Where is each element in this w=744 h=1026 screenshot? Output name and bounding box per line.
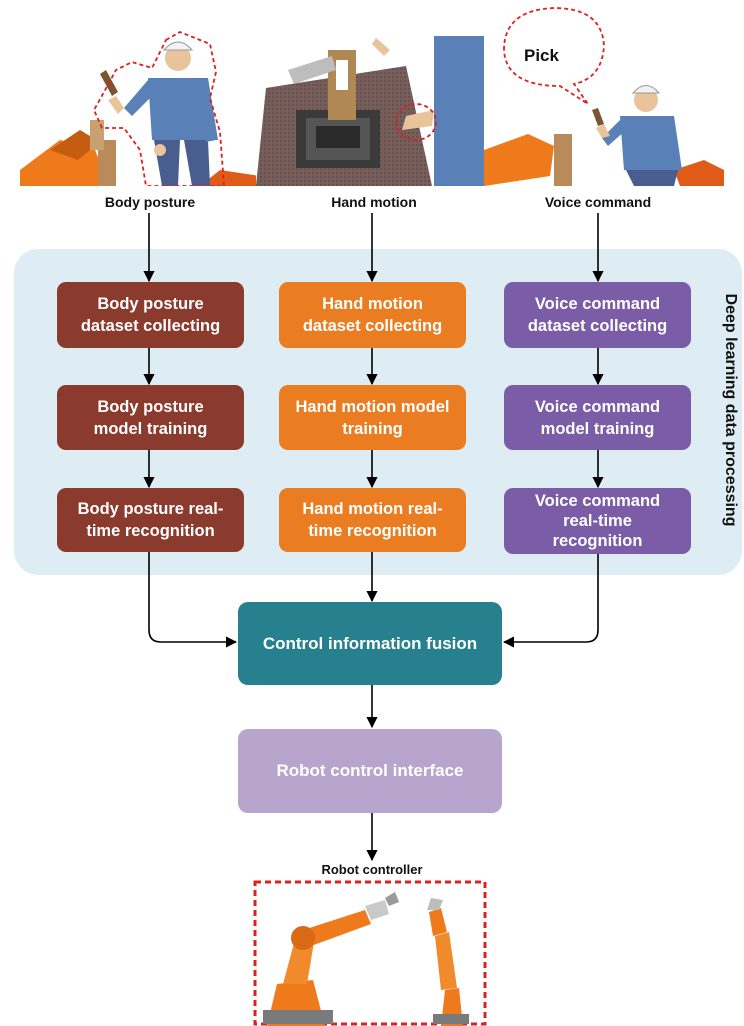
- body-posture-recognition-box: Body posture real- time recognition: [57, 488, 244, 552]
- control-information-fusion-box: Control information fusion: [238, 602, 502, 685]
- speech-bubble-text: Pick: [524, 46, 559, 65]
- hand-motion-photo: [256, 0, 484, 186]
- voice-command-dataset-box: Voice command dataset collecting: [504, 282, 691, 348]
- hand-motion-dataset-box: Hand motion dataset collecting: [279, 282, 466, 348]
- input-label-body-posture: Body posture: [104, 194, 196, 210]
- robot-control-interface-box: Robot control interface: [238, 729, 502, 813]
- body-posture-dataset-box: Body posture dataset collecting: [57, 282, 244, 348]
- body-posture-training-box: Body posture model training: [57, 385, 244, 450]
- robot-controller-label: Robot controller: [321, 862, 423, 877]
- input-label-hand-motion: Hand motion: [331, 194, 417, 210]
- hand-motion-recognition-box: Hand motion real- time recognition: [279, 488, 466, 552]
- hand-motion-training-box: Hand motion model training: [279, 385, 466, 450]
- robot-controller-photo: [253, 880, 487, 1026]
- voice-command-recognition-box: Voice command real-time recognition: [504, 488, 691, 554]
- input-label-voice-command: Voice command: [544, 194, 652, 210]
- body-posture-photo: [20, 0, 260, 186]
- voice-command-training-box: Voice command model training: [504, 385, 691, 450]
- voice-command-photo: [484, 0, 724, 186]
